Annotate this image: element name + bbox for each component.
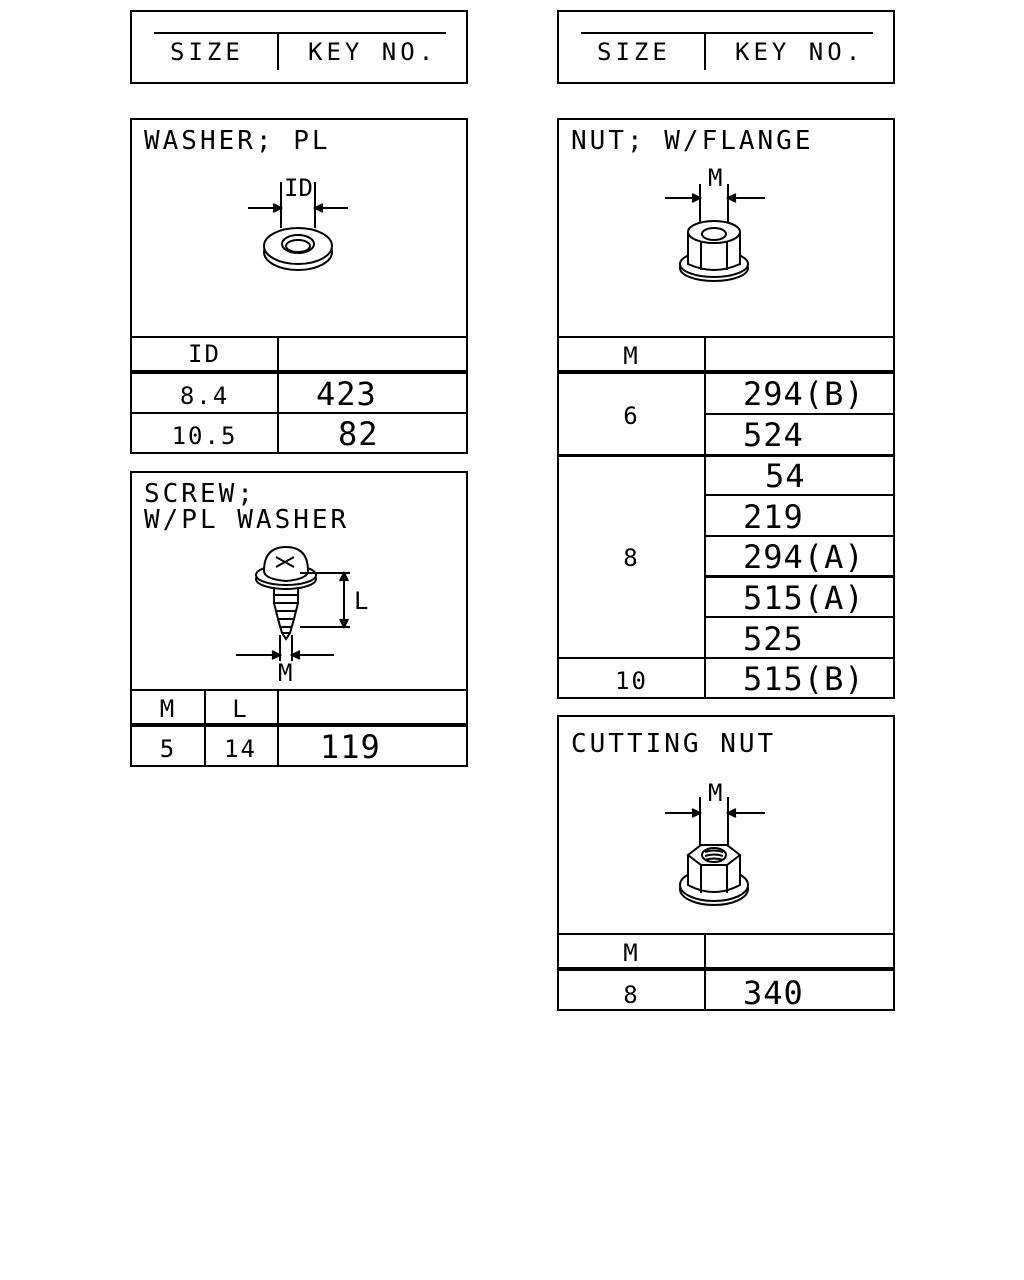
- flange-nut-key-cell: 515(A): [743, 579, 865, 617]
- flange-nut-size-cell: 6: [623, 402, 640, 430]
- screw-l-cell: 14: [224, 735, 257, 763]
- flange-nut-key-cell: 515(B): [743, 660, 865, 698]
- flange-nut-col-header: M: [623, 342, 640, 370]
- legend-size-label: SIZE: [170, 38, 244, 66]
- screw-dim-l: L: [354, 587, 369, 615]
- size-key-legend-right: SIZE KEY NO.: [557, 10, 895, 84]
- flange-nut-dim-label: M: [708, 164, 723, 192]
- washer-title: WASHER; PL: [144, 126, 331, 156]
- washer-panel: WASHER; PL ID ID 8.4 423 10.5 82: [130, 118, 468, 454]
- flange-nut-key-cell: 524: [743, 416, 804, 454]
- flange-nut-title: NUT; W/FLANGE: [571, 126, 814, 156]
- legend-size-label: SIZE: [597, 38, 671, 66]
- washer-key-cell: 423: [316, 375, 377, 413]
- screw-key-cell: 119: [320, 728, 381, 766]
- flange-nut-key-cell: 219: [743, 498, 804, 536]
- flange-nut-icon: [665, 184, 765, 282]
- screw-col-header-m: M: [159, 695, 177, 723]
- flange-nut-panel: NUT; W/FLANGE M M 6 8 10 294(B) 524: [557, 118, 895, 699]
- cutting-nut-size-cell: 8: [623, 981, 640, 1009]
- screw-panel: SCREW; W/PL WASHER: [130, 471, 468, 767]
- screw-title-line1: SCREW;: [144, 479, 256, 509]
- legend-key-label: KEY NO.: [735, 38, 865, 66]
- screw-dim-m: M: [278, 659, 293, 687]
- flange-nut-key-cell: 294(B): [743, 375, 865, 413]
- size-key-legend-left: SIZE KEY NO.: [130, 10, 468, 84]
- flange-nut-size-cell: 10: [615, 667, 648, 695]
- washer-col-header: ID: [188, 340, 221, 368]
- cutting-nut-key-cell: 340: [743, 974, 804, 1012]
- flange-nut-key-cell: 525: [743, 620, 804, 658]
- washer-size-cell: 10.5: [171, 422, 238, 450]
- cutting-nut-col-header: M: [623, 939, 640, 967]
- cutting-nut-panel: CUTTING NUT M M 8 340: [557, 715, 895, 1011]
- screw-icon: [236, 545, 350, 661]
- legend-key-label: KEY NO.: [308, 38, 438, 66]
- flange-nut-key-cell: 294(A): [743, 538, 865, 576]
- screw-title-line2: W/PL WASHER: [144, 505, 350, 535]
- screw-m-cell: 5: [159, 735, 177, 763]
- washer-icon: [248, 182, 348, 271]
- washer-size-cell: 8.4: [179, 382, 230, 410]
- cutting-nut-icon: [665, 797, 765, 906]
- flange-nut-size-cell: 8: [623, 544, 640, 572]
- washer-dim-label: ID: [284, 174, 313, 202]
- screw-col-header-l: L: [232, 695, 249, 723]
- cutting-nut-title: CUTTING NUT: [571, 729, 777, 759]
- flange-nut-key-cell: 54: [765, 457, 806, 495]
- washer-key-cell: 82: [338, 415, 379, 453]
- cutting-nut-dim-label: M: [708, 779, 723, 807]
